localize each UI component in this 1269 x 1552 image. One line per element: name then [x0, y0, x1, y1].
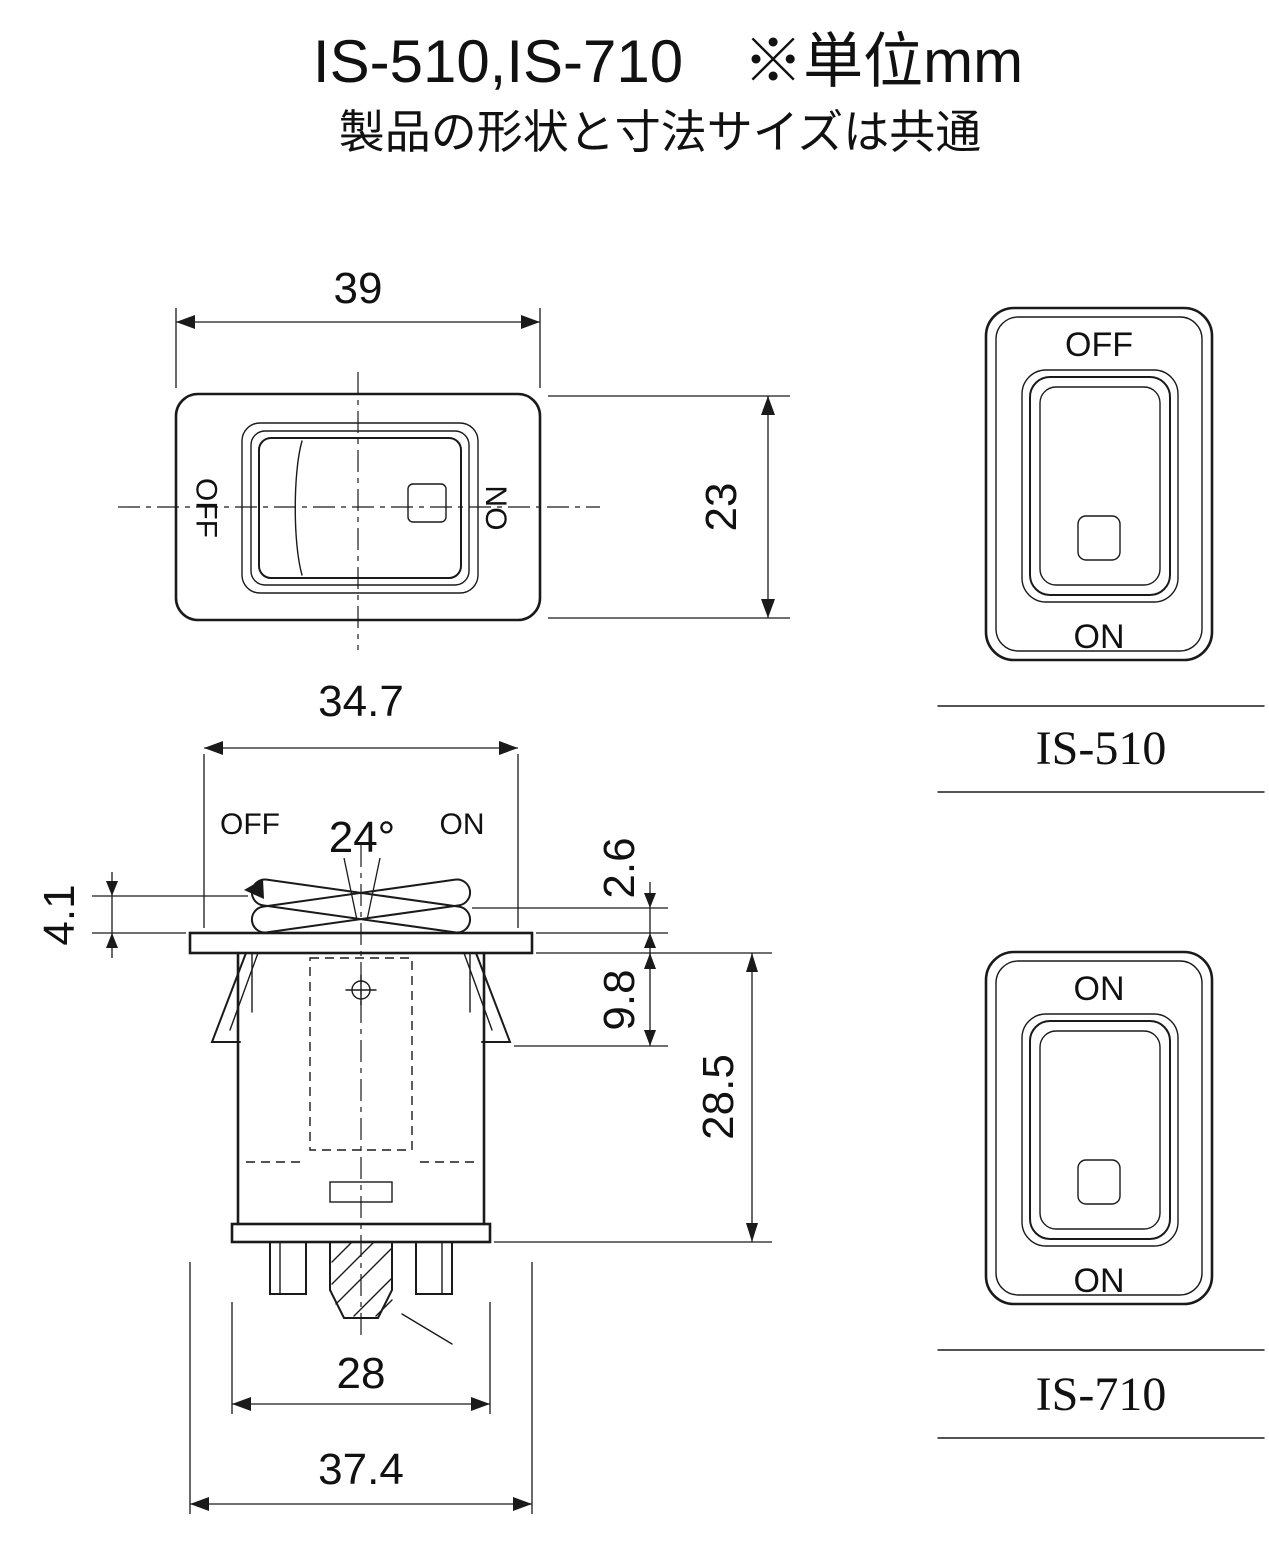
arrowhead: [513, 1497, 532, 1511]
dim-text-4-1: 4.1: [35, 884, 84, 945]
is710-indicator-window: [1077, 1159, 1121, 1205]
dim-top-view-width: 39: [175, 264, 541, 388]
is710-model-label: IS-710: [1036, 1368, 1167, 1421]
side-view-latch-left: [210, 952, 247, 1043]
page-title: IS-510,IS-710 ※単位mm: [313, 28, 1023, 95]
arrowhead: [106, 933, 118, 948]
arrowhead: [176, 315, 195, 329]
dim-snap-depth: 9.8: [514, 952, 772, 1047]
top-view-rocker: [258, 437, 462, 579]
arrowhead: [746, 953, 758, 972]
arrowhead: [644, 1030, 656, 1046]
side-view: 24° OFF ON: [188, 808, 534, 1345]
arrowhead: [190, 1497, 209, 1511]
arrowhead: [761, 396, 775, 415]
is710-opening-outer: [1021, 1013, 1179, 1247]
side-view-latch-right: [475, 952, 512, 1043]
arrowhead: [232, 1397, 251, 1411]
angle-leg: [366, 857, 381, 921]
is710-frame-outer: [984, 950, 1214, 1306]
angle-arrowhead: [244, 879, 264, 899]
dim-flange-height: 4.1: [35, 872, 248, 958]
dim-top-view-height: 23: [548, 395, 790, 619]
arrowhead: [499, 741, 518, 755]
dim-body-height: 28.5: [494, 953, 772, 1243]
top-view-off-label: OFF: [190, 478, 223, 538]
dim-text-angle: 24°: [329, 813, 396, 862]
dim-terminal-width: 28: [231, 1302, 491, 1414]
arrowhead: [761, 599, 775, 618]
dim-text-37-4: 37.4: [318, 1445, 404, 1494]
arrowhead: [644, 953, 656, 969]
is710-rocker: [1029, 1020, 1171, 1240]
terminal-leader-line: [401, 1313, 453, 1345]
terminal-right: [415, 1241, 453, 1295]
side-view-off-label: OFF: [220, 808, 280, 841]
dim-text-28: 28: [337, 1349, 386, 1398]
terminal-hatching: [331, 1241, 393, 1317]
is710-bottom-label: ON: [1074, 1262, 1125, 1300]
is510-top-label: OFF: [1065, 326, 1133, 364]
top-view-opening-outer: [241, 422, 479, 594]
arrowhead: [746, 1223, 758, 1242]
arrowhead: [106, 881, 118, 896]
is510-frame-inner: [995, 316, 1203, 652]
is510-bottom-label: ON: [1074, 618, 1125, 656]
is510-rocker: [1029, 376, 1171, 596]
is710-top-label: ON: [1074, 970, 1125, 1008]
dim-text-28-5: 28.5: [694, 1054, 743, 1140]
terminal-center: [329, 1241, 393, 1319]
is510-rocker-face: [1039, 386, 1161, 586]
dim-text-34-7: 34.7: [318, 677, 404, 726]
is510-model-label: IS-510: [1036, 722, 1167, 775]
arrowhead: [471, 1397, 490, 1411]
terminal-left: [269, 1241, 307, 1295]
dim-side-top-width: 34.7: [203, 677, 519, 928]
header: IS-510,IS-710 ※単位mm 製品の形状と寸法サイズは共通: [313, 28, 1023, 158]
top-view: OFF ON: [118, 372, 600, 650]
is510-opening-outer: [1021, 369, 1179, 603]
side-view-on-label: ON: [440, 808, 485, 841]
dim-text-9-8: 9.8: [595, 969, 644, 1030]
top-view-indicator-window: [407, 483, 447, 523]
dim-text-39: 39: [334, 264, 383, 313]
arrowhead: [204, 741, 223, 755]
side-view-latch-right-inner: [463, 952, 493, 1031]
front-view-is710: ON ON IS-710: [937, 950, 1265, 1439]
arrowhead: [521, 315, 540, 329]
dim-protrusion: 2.6: [472, 837, 668, 958]
arrowhead: [644, 893, 656, 908]
arrowhead: [644, 933, 656, 948]
page-subtitle: 製品の形状と寸法サイズは共通: [339, 106, 982, 158]
side-view-latch-left-inner: [229, 952, 259, 1031]
top-view-on-label: ON: [481, 486, 514, 531]
top-view-opening-inner: [250, 430, 470, 586]
front-view-is510: OFF ON IS-510: [937, 306, 1265, 793]
is510-frame-outer: [984, 306, 1214, 662]
is710-frame-inner: [995, 960, 1203, 1296]
dim-text-2-6: 2.6: [595, 837, 644, 898]
top-view-rocker-split-curve: [294, 440, 303, 576]
is710-rocker-face: [1039, 1030, 1161, 1230]
dim-overall-width: 37.4: [189, 1262, 533, 1514]
is510-indicator-window: [1077, 515, 1121, 561]
angle-leg: [343, 857, 358, 921]
dim-text-23: 23: [697, 483, 746, 532]
